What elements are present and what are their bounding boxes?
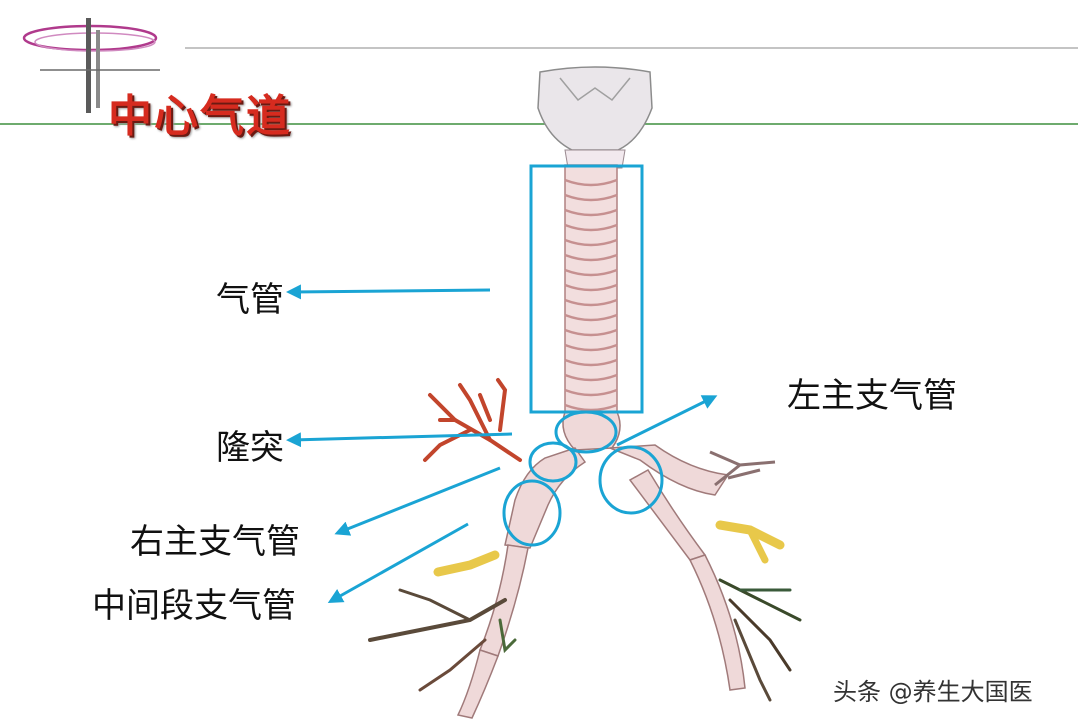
logo-icon [22, 18, 160, 113]
right-main-bronchus-arrow [334, 466, 501, 536]
bronchial-tree [456, 411, 746, 719]
upper-branch-right [709, 450, 776, 487]
bronchus-intermedius-highlight [502, 479, 562, 547]
larynx [537, 66, 653, 169]
right-main-bronchus-highlight [528, 441, 578, 483]
page-title: 中心气道 [108, 91, 292, 142]
label-right-main-bronchus: 右主支气管 [130, 522, 300, 562]
carina-arrow [286, 432, 513, 448]
carina-highlight-ellipse [554, 410, 618, 454]
trachea-body [564, 164, 618, 416]
left-main-bronchus-arrow [616, 395, 718, 447]
trachea-arrow [286, 284, 491, 300]
label-bronchus-intermedius: 中间段支气管 [92, 586, 296, 626]
watermark: 头条 @养生大国医 [833, 678, 1033, 706]
highlight-outlines [502, 164, 664, 547]
bronchus-intermedius-arrow [327, 522, 469, 603]
segmental-branches [368, 520, 802, 702]
pointer-arrows [286, 284, 718, 603]
label-left-main-bronchus: 左主支气管 [787, 376, 957, 416]
right-upper-lobe-branches [423, 378, 522, 462]
label-trachea: 气管 [216, 280, 284, 320]
label-carina: 隆突 [216, 428, 284, 468]
left-main-bronchus-highlight [598, 445, 664, 515]
